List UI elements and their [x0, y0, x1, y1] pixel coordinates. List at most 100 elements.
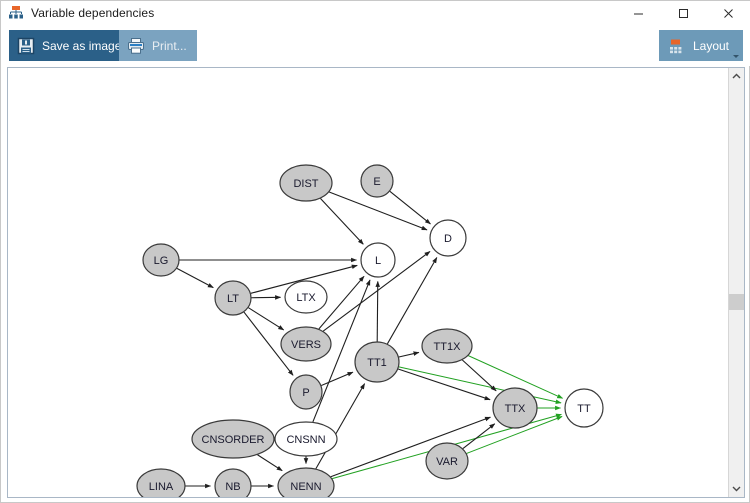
scroll-down-button[interactable]: [729, 480, 744, 497]
graph-edge[interactable]: [315, 383, 366, 469]
node-label: L: [375, 255, 381, 267]
graph-edge[interactable]: [386, 257, 438, 345]
graph-edge[interactable]: [243, 311, 294, 376]
node-shape[interactable]: [360, 164, 394, 198]
node-shape[interactable]: [279, 164, 333, 202]
node-shape[interactable]: [429, 219, 467, 257]
graph-node-lina[interactable]: LINA: [136, 468, 186, 497]
printer-icon: [126, 36, 146, 56]
floppy-disk-icon: [16, 36, 36, 56]
graph-node-nenn[interactable]: NENN: [277, 467, 335, 497]
graph-node-nb[interactable]: NB: [214, 468, 252, 497]
graph-node-l[interactable]: L: [360, 242, 396, 278]
graph-node-cnsnn[interactable]: CNSNN: [274, 421, 338, 457]
node-shape[interactable]: [289, 374, 323, 410]
graph-canvas[interactable]: DIST E D LG L LT LTX VERS TT1 TT1X P TTX TT CNSORDER C…: [8, 68, 728, 497]
maximize-button[interactable]: [661, 1, 706, 25]
node-label: VERS: [291, 339, 321, 351]
hierarchy-icon: [8, 5, 24, 21]
content-panel: DIST E D LG L LT LTX VERS TT1 TT1X P TTX TT CNSORDER C…: [7, 67, 745, 498]
graph-node-tt[interactable]: TT: [564, 388, 604, 428]
node-shape[interactable]: [492, 387, 538, 429]
node-label: NENN: [290, 481, 321, 493]
graph-node-tt1x[interactable]: TT1X: [421, 328, 473, 364]
node-label: CNSNN: [286, 434, 325, 446]
node-label: NB: [225, 481, 240, 493]
print-label: Print...: [152, 38, 187, 53]
title-bar: Variable dependencies: [1, 1, 750, 25]
graph-edge[interactable]: [397, 368, 491, 401]
node-shape[interactable]: [284, 280, 328, 314]
graph-node-var[interactable]: VAR: [425, 442, 469, 480]
graph-node-ltx[interactable]: LTX: [284, 280, 328, 314]
graph-node-cnsorder[interactable]: CNSORDER: [191, 419, 275, 459]
graph-edge[interactable]: [468, 355, 564, 399]
close-button[interactable]: [706, 1, 750, 25]
graph-edge[interactable]: [466, 416, 563, 454]
node-label: TT1: [367, 357, 387, 369]
node-shape[interactable]: [277, 467, 335, 497]
graph-edge[interactable]: [322, 251, 431, 332]
node-shape[interactable]: [425, 442, 469, 480]
graph-edge[interactable]: [328, 191, 428, 231]
graph-node-vers[interactable]: VERS: [280, 326, 332, 362]
scrollbar-thumb[interactable]: [729, 294, 744, 311]
graph-edge[interactable]: [312, 279, 371, 423]
graph-node-lg[interactable]: LG: [142, 243, 180, 277]
graph-edge[interactable]: [461, 359, 497, 392]
node-label: CNSORDER: [202, 434, 265, 446]
graph-node-p[interactable]: P: [289, 374, 323, 410]
layout-label: Layout: [692, 38, 729, 53]
node-label: TTX: [505, 403, 526, 415]
node-shape[interactable]: [274, 421, 338, 457]
graph-edge[interactable]: [330, 416, 491, 478]
dependency-graph[interactable]: DIST E D LG L LT LTX VERS TT1 TT1X P TTX TT CNSORDER C…: [8, 68, 728, 497]
node-label: E: [373, 176, 380, 188]
scroll-up-button[interactable]: [729, 68, 744, 85]
node-label: TT: [577, 403, 591, 415]
print-button[interactable]: Print...: [119, 30, 197, 61]
graph-node-d[interactable]: D: [429, 219, 467, 257]
graph-edge[interactable]: [321, 371, 354, 387]
node-shape[interactable]: [214, 468, 252, 497]
graph-edge[interactable]: [375, 280, 381, 342]
graph-edge[interactable]: [318, 275, 365, 330]
scrollbar-track[interactable]: [729, 85, 744, 480]
node-shape[interactable]: [191, 419, 275, 459]
toolbar: Save as image... Print...: [1, 25, 750, 66]
layout-button[interactable]: Layout: [658, 30, 743, 61]
vertical-scrollbar[interactable]: [728, 68, 744, 497]
graph-edge[interactable]: [176, 267, 214, 289]
node-shape[interactable]: [564, 388, 604, 428]
node-shape[interactable]: [360, 242, 396, 278]
node-shape[interactable]: [354, 341, 400, 383]
chevron-down-icon[interactable]: [733, 55, 739, 58]
window-controls: [616, 1, 750, 25]
node-shape[interactable]: [280, 326, 332, 362]
graph-node-ttx[interactable]: TTX: [492, 387, 538, 429]
graph-edge[interactable]: [398, 366, 562, 404]
graph-edge[interactable]: [257, 454, 283, 472]
graph-edge[interactable]: [398, 351, 420, 358]
node-shape[interactable]: [136, 468, 186, 497]
node-label: TT1X: [434, 341, 462, 353]
graph-node-e[interactable]: E: [360, 164, 394, 198]
graph-edge[interactable]: [462, 423, 496, 450]
node-shape[interactable]: [421, 328, 473, 364]
node-shape[interactable]: [214, 280, 252, 316]
graph-node-lt[interactable]: LT: [214, 280, 252, 316]
window-title: Variable dependencies: [31, 6, 155, 20]
minimize-button[interactable]: [616, 1, 661, 25]
graph-node-dist[interactable]: DIST: [279, 164, 333, 202]
node-label: LT: [227, 293, 239, 305]
node-shape[interactable]: [142, 243, 180, 277]
node-label: LINA: [149, 481, 174, 493]
graph-node-tt1[interactable]: TT1: [354, 341, 400, 383]
graph-edge[interactable]: [248, 307, 285, 331]
graph-edge[interactable]: [389, 190, 431, 225]
graph-edge[interactable]: [320, 198, 364, 245]
node-label: P: [302, 387, 309, 399]
graph-edges: [176, 190, 564, 489]
graph-edge[interactable]: [250, 264, 358, 294]
node-label: DIST: [293, 178, 318, 190]
